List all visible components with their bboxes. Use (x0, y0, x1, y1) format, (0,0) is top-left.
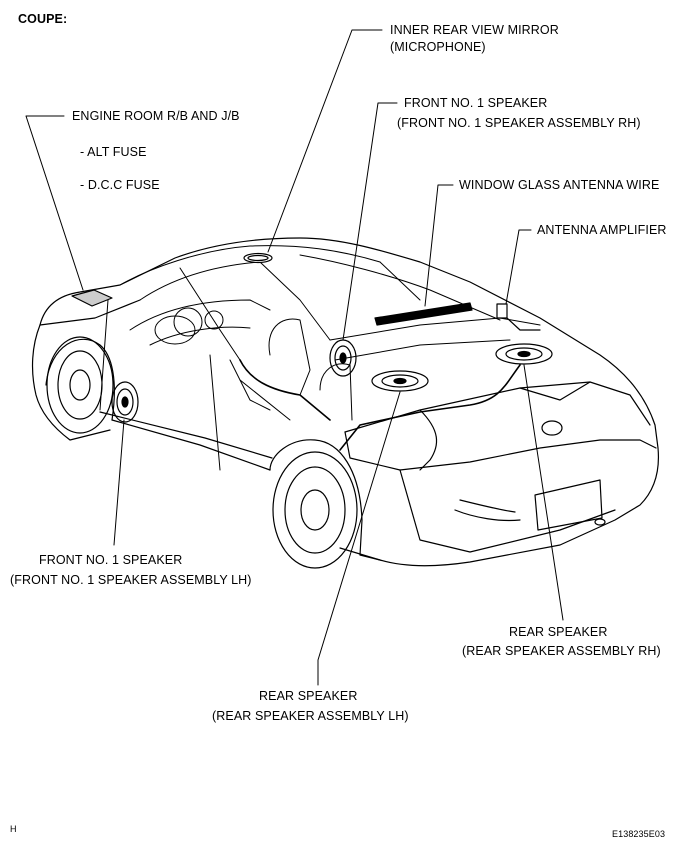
rear-speaker-rh (495, 343, 553, 365)
footer-figure-id: E138235E03 (612, 829, 666, 839)
label-alt-fuse: - ALT FUSE (80, 145, 147, 159)
leader-lines (25, 29, 564, 686)
wiring-harness (239, 359, 521, 451)
cabin-frame (99, 245, 541, 471)
label-rear-speaker-rh: REAR SPEAKER (509, 625, 608, 639)
label-front-speaker-lh: FRONT NO. 1 SPEAKER (39, 553, 183, 567)
front-speaker-lh (111, 381, 139, 423)
engine-room-relay-block (71, 289, 113, 307)
label-microphone: (MICROPHONE) (390, 40, 486, 54)
front-speaker-rh (329, 339, 357, 377)
rear-speaker-lh (371, 370, 429, 392)
window-glass-antenna-wire (374, 302, 473, 326)
label-rear-speaker-lh: REAR SPEAKER (259, 689, 358, 703)
label-rear-speaker-assembly-rh: (REAR SPEAKER ASSEMBLY RH) (462, 644, 661, 658)
label-rear-speaker-assembly-lh: (REAR SPEAKER ASSEMBLY LH) (212, 709, 409, 723)
label-front-speaker-assembly-lh: (FRONT NO. 1 SPEAKER ASSEMBLY LH) (10, 573, 252, 587)
label-inner-rear-view-mirror: INNER REAR VIEW MIRROR (390, 23, 559, 37)
antenna-amplifier (496, 303, 541, 331)
label-engine-room: ENGINE ROOM R/B AND J/B (72, 109, 240, 123)
label-antenna-amplifier: ANTENNA AMPLIFIER (537, 223, 667, 237)
diagram-title: COUPE: (18, 12, 68, 26)
front-wheel (46, 336, 114, 434)
label-window-glass-antenna-wire: WINDOW GLASS ANTENNA WIRE (459, 178, 660, 192)
label-dcc-fuse: - D.C.C FUSE (80, 178, 160, 192)
rear-wheel (272, 451, 358, 569)
car-body-outline (31, 237, 660, 567)
label-front-speaker-assembly-rh: (FRONT NO. 1 SPEAKER ASSEMBLY RH) (397, 116, 641, 130)
footer-left-code: H (10, 824, 17, 834)
label-front-speaker-rh: FRONT NO. 1 SPEAKER (404, 96, 548, 110)
inner-rear-view-mirror (243, 252, 273, 264)
